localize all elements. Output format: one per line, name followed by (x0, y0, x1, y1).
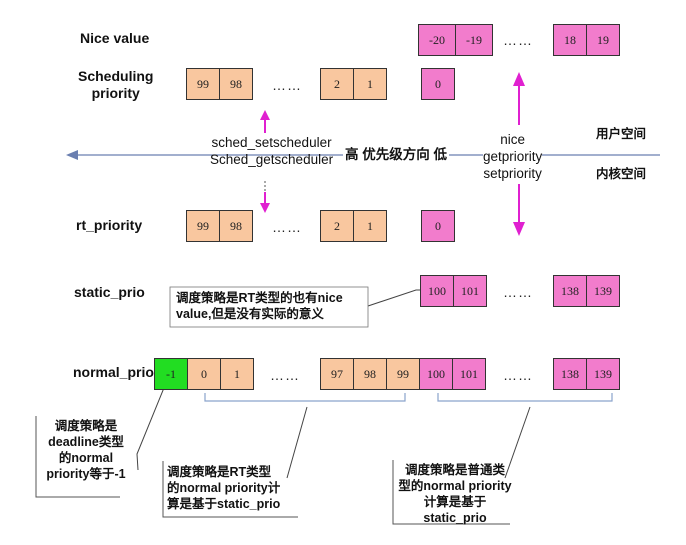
nice-value-label: Nice value (80, 30, 150, 46)
scheduling-label-line2: priority (91, 85, 140, 101)
scheduling-label-line1: Scheduling (78, 68, 154, 84)
rt-priority-cell: 1 (353, 210, 387, 242)
normal-prio-deadline-cell: -1 (154, 358, 188, 390)
rt-priority-cell: 2 (320, 210, 354, 242)
sched-priority-cell: 99 (186, 68, 220, 100)
nice-text: nice (500, 132, 526, 147)
rt-bracket (204, 393, 406, 402)
normal-prio-cell: 0 (187, 358, 221, 390)
deadline-note-line2: deadline类型 (48, 435, 124, 449)
normal-prio-cell: 138 (553, 358, 587, 390)
deadline-callout (136, 377, 169, 471)
scheduling-priority-label: Scheduling priority (78, 68, 153, 102)
normal-note-line3: 计算是基于 (423, 495, 487, 509)
static-prio-cell: 138 (553, 275, 587, 307)
normal-ellipsis-2: …… (503, 367, 533, 383)
deadline-note-line4: priority等于-1 (46, 467, 126, 481)
rt-normal-callout (286, 406, 308, 479)
rt-priority-cell: 0 (421, 210, 455, 242)
rt-priority-cell: 98 (219, 210, 253, 242)
normal-prio-cell: 139 (586, 358, 620, 390)
normal-ellipsis-1: …… (270, 367, 300, 383)
rt-normal-note: 调度策略是RT类型 的normal priority计 算是基于static_p… (167, 464, 280, 512)
sched-api-text: sched_setscheduler Sched_getscheduler (210, 134, 333, 168)
static-prio-cell: 100 (420, 275, 454, 307)
rt-priority-label: rt_priority (76, 217, 143, 233)
nice-ellipsis: …… (503, 32, 533, 48)
user-space-label: 用户空间 (596, 127, 647, 141)
normal-note-line4: static_prio (423, 511, 487, 525)
rt-nice-note-line1: 调度策略是RT类型的也有nice (176, 291, 343, 305)
normal-prio-label: normal_prio (73, 364, 154, 380)
rt-priority-cell: 99 (186, 210, 220, 242)
rt-normal-note-line1: 调度策略是RT类型 (167, 465, 272, 479)
priority-axis-arrowhead (66, 150, 78, 160)
normal-note-line2: 型的normal priority (398, 479, 512, 493)
getpriority-text: getpriority (483, 149, 543, 164)
kernel-space-label: 内核空间 (596, 167, 647, 181)
rt-nice-callout (367, 289, 420, 307)
sched-ellipsis: …… (272, 77, 302, 93)
nice-cell: -19 (455, 24, 493, 56)
rt-nice-note-line2: value,但是没有实际的意义 (176, 307, 324, 321)
normal-prio-cell: 101 (452, 358, 486, 390)
setpriority-text: setpriority (483, 166, 542, 181)
normal-note-line1: 调度策略是普通类 (404, 463, 505, 477)
rt-normal-note-line3: 算是基于static_prio (167, 497, 281, 511)
static-prio-cell: 139 (586, 275, 620, 307)
rt-ellipsis: …… (272, 219, 302, 235)
nice-cell: 18 (553, 24, 587, 56)
rt-nice-note: 调度策略是RT类型的也有nice value,但是没有实际的意义 (176, 290, 343, 322)
sched-priority-cell: 0 (421, 68, 455, 100)
normal-prio-cell: 98 (353, 358, 387, 390)
normal-prio-cell: 100 (419, 358, 453, 390)
rt-normal-note-line2: 的normal priority计 (167, 481, 281, 495)
normal-note: 调度策略是普通类 型的normal priority 计算是基于 static_… (393, 462, 517, 526)
deadline-note-line3: 的normal (58, 451, 114, 465)
static-ellipsis: …… (503, 284, 533, 300)
normal-prio-cell: 1 (220, 358, 254, 390)
sched-getscheduler-text: Sched_getscheduler (210, 152, 334, 167)
nice-api-text: nice getpriority setpriority (483, 131, 543, 182)
static-prio-label: static_prio (74, 284, 145, 300)
sched-priority-cell: 1 (353, 68, 387, 100)
deadline-note: 调度策略是 deadline类型 的normal priority等于-1 (40, 418, 132, 482)
nice-cell: -20 (418, 24, 456, 56)
deadline-note-line1: 调度策略是 (54, 419, 118, 433)
priority-direction-text: 高 优先级方向 低 (343, 146, 450, 163)
sched-priority-cell: 98 (219, 68, 253, 100)
normal-bracket (437, 393, 613, 402)
normal-prio-cell: 97 (320, 358, 354, 390)
static-prio-cell: 101 (453, 275, 487, 307)
normal-prio-cell: 99 (386, 358, 420, 390)
nice-cell: 19 (586, 24, 620, 56)
sched-priority-cell: 2 (320, 68, 354, 100)
normal-callout (504, 406, 531, 479)
sched-setscheduler-text: sched_setscheduler (211, 135, 332, 150)
